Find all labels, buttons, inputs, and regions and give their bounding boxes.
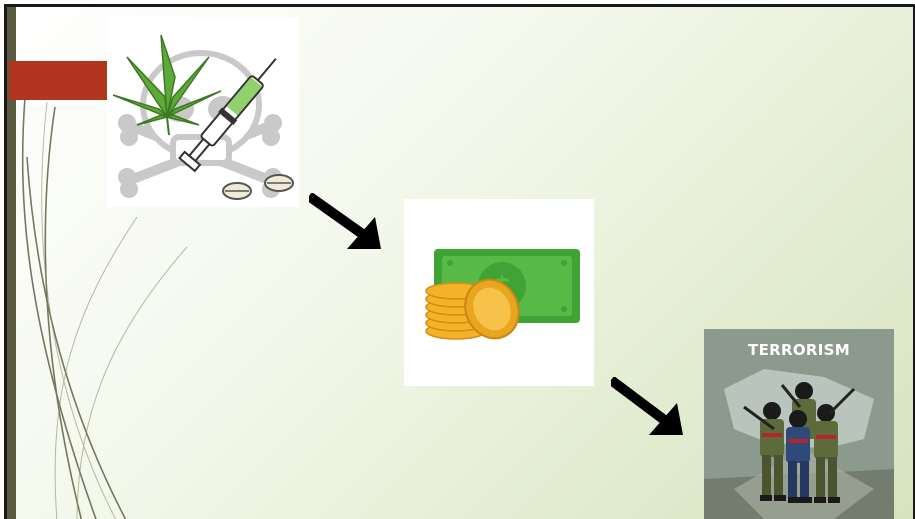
drugs-image [107, 17, 299, 207]
slide: $ [4, 4, 915, 519]
terrorism-title: TERRORISM [704, 341, 894, 359]
money-image: $ [404, 199, 594, 386]
drugs-skull-syringe-icon [107, 17, 299, 207]
accent-bar [9, 61, 108, 100]
banknote-coins-icon: $ [404, 199, 594, 386]
arrow-down-right-icon [309, 193, 385, 253]
terrorism-image: TERRORISM [704, 329, 894, 519]
arrow-down-right-icon [611, 377, 687, 439]
